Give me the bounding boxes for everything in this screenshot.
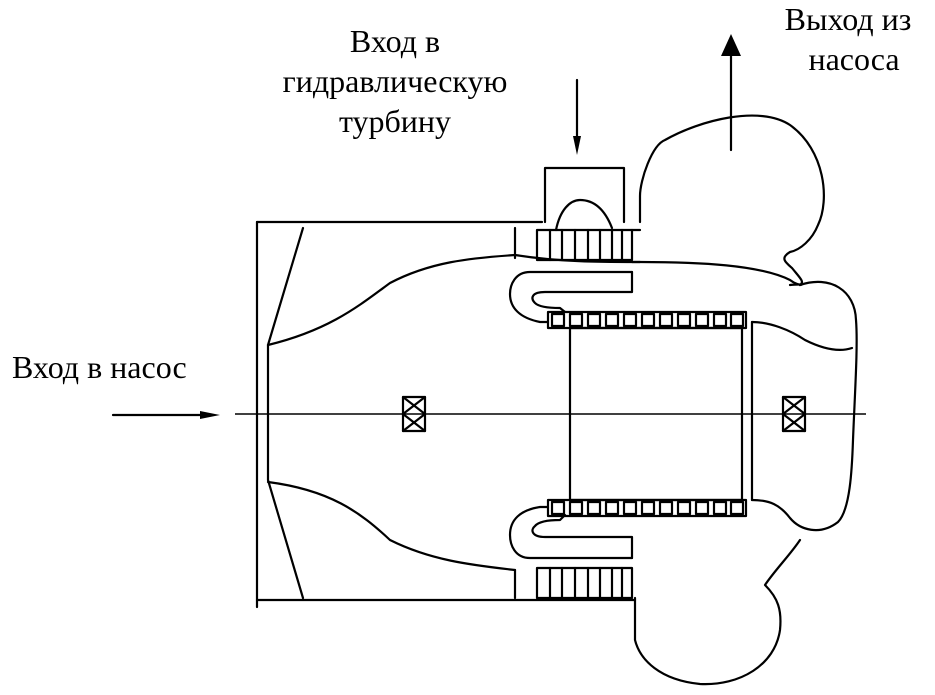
pump-outlet-label-line2: насоса: [808, 41, 899, 77]
right-bearing: [781, 395, 807, 433]
right-housing: [750, 280, 858, 532]
upper-turbine-nozzle: [543, 166, 626, 232]
pump-outlet-label-line1: Выход из: [785, 1, 912, 37]
turbine-inlet-label-line1: Вход в: [350, 23, 440, 59]
left-bearing: [401, 395, 427, 433]
pump-inlet-label: Вход в насос: [12, 349, 187, 385]
impeller-blades-bottom: [546, 498, 748, 518]
pump-inlet-arrow: [111, 411, 220, 419]
pump-outlet-arrow: [721, 34, 741, 152]
lower-return-channel: [508, 505, 634, 560]
lower-guide-vanes: [535, 566, 634, 600]
upper-return-channel: [508, 253, 803, 324]
upper-guide-vanes: [535, 228, 634, 262]
lower-volute: [633, 538, 802, 686]
impeller-blades-top: [546, 310, 748, 330]
turbine-inlet-arrow: [573, 78, 581, 155]
upper-volute: [630, 114, 825, 287]
pump-casing: [255, 220, 637, 609]
turbine-inlet-label-line2: гидравлическую: [283, 63, 508, 99]
turbine-inlet-label-line3: турбину: [339, 103, 451, 139]
